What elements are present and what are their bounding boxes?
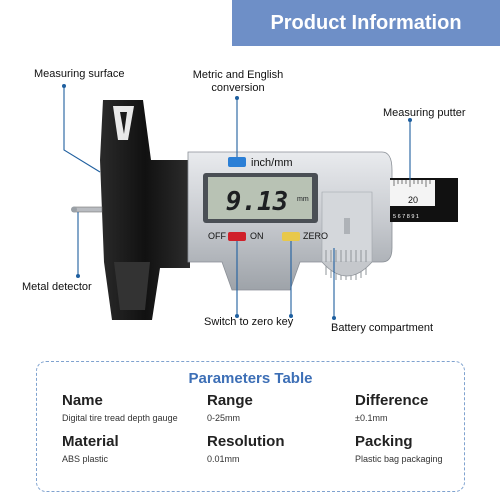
param-label: Difference	[355, 392, 429, 409]
param-value: ±0.1mm	[355, 413, 388, 423]
unit-conversion-control: inch/mm	[228, 157, 293, 169]
param-packing: Packing Plastic bag packaging	[355, 433, 443, 464]
metal-detector-pin	[71, 206, 103, 213]
param-difference: Difference ±0.1mm	[355, 392, 428, 423]
tread-depth-gauge-illustration: 20 5 6 7 8 9 1 9.13 mm inch/mm OFF ON ZE…	[62, 84, 458, 320]
param-value: 0-25mm	[207, 413, 241, 423]
power-zero-controls: OFF ON ZERO	[208, 231, 328, 241]
param-value: Plastic bag packaging	[355, 454, 443, 464]
callout-leader-lines	[63, 86, 411, 318]
param-label: Material	[62, 433, 119, 450]
parameters-table-title: Parameters Table	[188, 370, 313, 387]
battery-compartment-knurl	[321, 191, 373, 280]
parameters-table: Parameters Table Name Digital tire tread…	[36, 361, 465, 492]
callout-measuring-surface: Measuring surface	[34, 68, 125, 80]
power-button[interactable]	[228, 232, 246, 241]
gauge-base	[100, 100, 190, 320]
unit-label: inch/mm	[251, 157, 293, 169]
param-value: Digital tire tread depth gauge	[62, 413, 178, 423]
zero-button[interactable]	[282, 232, 300, 241]
param-label: Name	[62, 392, 103, 409]
callout-switch-zero: Switch to zero key	[204, 316, 294, 328]
on-label: ON	[250, 231, 264, 241]
param-range: Range 0-25mm	[207, 392, 253, 423]
scale-number: 20	[408, 195, 418, 205]
callout-measuring-putter: Measuring putter	[383, 107, 466, 119]
param-resolution: Resolution 0.01mm	[207, 433, 285, 464]
callout-conversion: Metric and English conversion	[186, 69, 290, 95]
lcd-unit: mm	[297, 196, 309, 203]
scale-small-numbers: 5 6 7 8 9 1	[393, 214, 419, 220]
param-value: ABS plastic	[62, 454, 109, 464]
callout-battery: Battery compartment	[331, 322, 434, 334]
callout-metal-detector: Metal detector	[22, 281, 92, 293]
callout-conversion-line1: Metric and English	[192, 69, 284, 81]
inch-mm-button[interactable]	[228, 157, 246, 167]
lcd-display: 9.13 mm	[203, 173, 318, 223]
param-label: Resolution	[207, 433, 285, 450]
off-label: OFF	[208, 231, 226, 241]
zero-label: ZERO	[303, 231, 328, 241]
callout-conversion-line2: conversion	[211, 82, 265, 94]
param-value: 0.01mm	[207, 454, 240, 464]
param-material: Material ABS plastic	[62, 433, 119, 464]
param-label: Range	[207, 392, 253, 409]
measuring-putter: 20 5 6 7 8 9 1	[390, 178, 458, 222]
param-label: Packing	[355, 433, 413, 450]
banner-title: Product Information	[270, 11, 462, 34]
product-information-banner: Product Information	[232, 0, 500, 46]
callout-dots	[62, 84, 412, 320]
lcd-reading: 9.13	[226, 187, 289, 217]
param-name: Name Digital tire tread depth gauge	[62, 392, 178, 423]
